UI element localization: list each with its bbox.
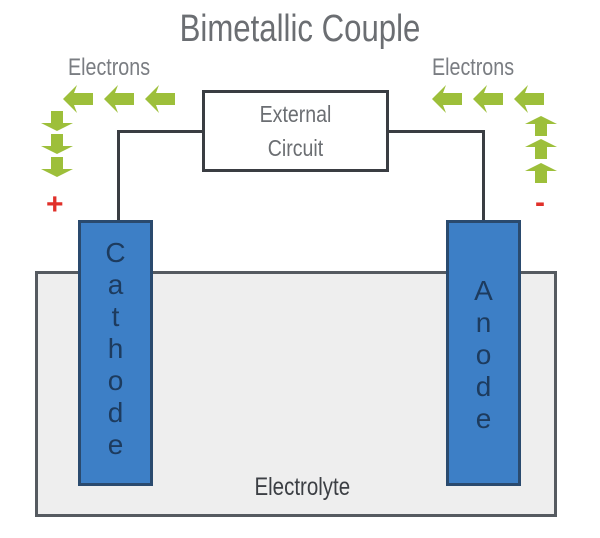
electrode-letter: h: [107, 333, 124, 364]
electrode-letter: t: [111, 301, 120, 332]
arrow-left-icon: [432, 85, 462, 113]
negative-sign: -: [535, 186, 545, 219]
arrow-up-icon: [525, 116, 557, 136]
arrow-left-icon: [63, 85, 93, 113]
electrons-label-right: Electrons: [432, 54, 515, 81]
arrow-down-icon: [41, 157, 73, 177]
diagram-title: Bimetallic Couple: [179, 8, 421, 50]
electrode-letter: o: [475, 339, 492, 370]
electrons-label-left: Electrons: [68, 54, 151, 81]
arrow-up-icon: [525, 139, 557, 159]
arrow-left-icon: [104, 85, 134, 113]
arrow-left-icon: [514, 85, 544, 113]
arrow-down-icon: [41, 111, 73, 131]
external-circuit-label: External Circuit: [259, 101, 332, 161]
external-circuit-box: External Circuit: [202, 90, 389, 172]
wire-left-horizontal: [117, 130, 205, 133]
positive-sign: +: [46, 188, 64, 221]
arrow-down-icon: [41, 134, 73, 154]
wire-left-vertical: [117, 130, 120, 222]
electrolyte-label: Electrolyte: [254, 473, 351, 501]
arrow-left-icon: [145, 85, 175, 113]
electrode-letter: e: [475, 403, 492, 434]
electrode-letter: d: [107, 397, 124, 428]
electrode-letter: C: [105, 237, 126, 268]
electrode-letter: o: [107, 365, 124, 396]
electrode-letter: n: [475, 307, 492, 338]
electrode-letter: e: [107, 429, 124, 460]
wire-right-vertical: [482, 130, 485, 222]
arrow-up-icon: [525, 163, 557, 183]
wire-right-horizontal: [386, 130, 485, 133]
electrode-letter: A: [474, 275, 493, 306]
electrode-letter: d: [475, 371, 492, 402]
arrow-left-icon: [473, 85, 503, 113]
electrode-letter: a: [107, 269, 124, 300]
